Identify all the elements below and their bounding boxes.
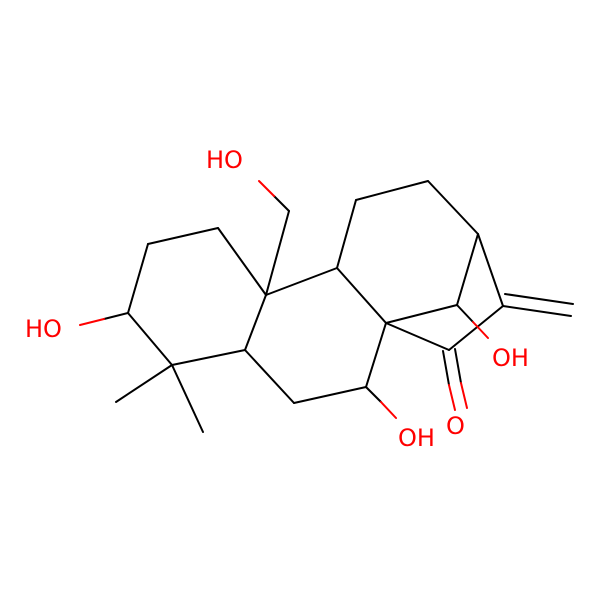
ring-a-bonds bbox=[127, 227, 267, 366]
bond-c4-methyl-a bbox=[115, 364, 173, 403]
bond-c2-c1 bbox=[147, 227, 219, 245]
bond-c4-methyl-b bbox=[171, 364, 204, 433]
bond-c3-o-carbon bbox=[103, 312, 129, 320]
bond-c15-o-b-carbon bbox=[454, 348, 462, 384]
ring-c-bonds bbox=[336, 180, 504, 324]
bond-c6-c7 bbox=[293, 386, 367, 404]
bond-ch2-o-carbon bbox=[273, 195, 290, 212]
bond-c1-c10 bbox=[217, 227, 267, 296]
bond-c3-o-oxygen bbox=[79, 318, 105, 326]
methyl-bonds bbox=[115, 364, 204, 433]
bond-c8-c15 bbox=[385, 322, 450, 351]
bond-c15-o-a-carbon bbox=[442, 350, 450, 386]
bond-c14-o-oxygen bbox=[472, 321, 489, 339]
bond-c5-c6 bbox=[244, 349, 295, 404]
bond-c9-c11 bbox=[336, 199, 357, 269]
bond-c16-c17-a bbox=[502, 305, 572, 317]
bond-c14-o-carbon bbox=[456, 304, 474, 323]
hydroxyl-label-right: OH bbox=[492, 344, 529, 372]
hydroxyl-label-bottom: OH bbox=[398, 424, 435, 452]
bond-c7-c8 bbox=[365, 322, 387, 388]
bond-c8-c9 bbox=[336, 267, 387, 324]
bond-c11-c12 bbox=[355, 180, 429, 201]
bond-c4-c3 bbox=[127, 312, 173, 366]
bond-c10-c5 bbox=[244, 294, 267, 351]
bond-c9-c10 bbox=[265, 267, 338, 296]
bond-c5-c4 bbox=[171, 349, 246, 366]
bond-ch2-o-oxygen bbox=[258, 180, 275, 197]
bond-c15-o-a-oxygen bbox=[448, 384, 456, 411]
hydroxyl-label-top: HO bbox=[206, 146, 243, 174]
bond-c13-c14 bbox=[456, 233, 479, 306]
ketone-oxygen-label: O bbox=[446, 412, 465, 440]
bond-c7-o-carbon bbox=[365, 386, 382, 403]
hydroxyl-label-left: HO bbox=[25, 315, 62, 343]
bond-c15-o-b-oxygen bbox=[460, 382, 468, 409]
ring-b-bonds bbox=[244, 267, 387, 404]
bond-c14-c8 bbox=[385, 304, 458, 324]
bond-c12-c13 bbox=[427, 180, 479, 235]
bond-c3-c2 bbox=[127, 243, 149, 314]
bond-c7-o-oxygen bbox=[380, 401, 397, 419]
bond-c10-ch2 bbox=[265, 210, 290, 296]
bond-c13-c16 bbox=[477, 233, 504, 307]
bond-c16-c17-b bbox=[504, 293, 574, 305]
bond-c15-c16 bbox=[448, 305, 504, 351]
